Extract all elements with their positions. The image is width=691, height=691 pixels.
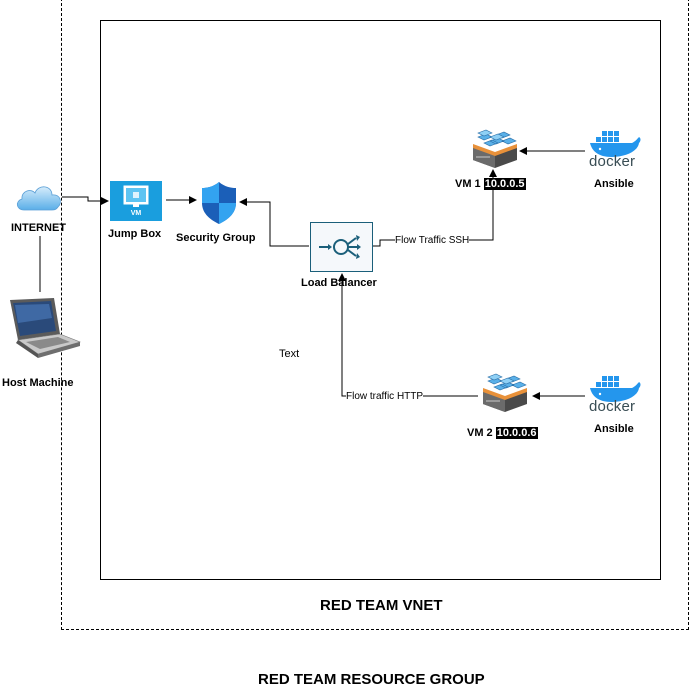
edge-label-ssh: Flow Traffic SSH (395, 235, 470, 247)
jump-box-node[interactable]: VM (110, 181, 162, 221)
ansible2-label: Ansible (594, 423, 634, 435)
load-balancer-label: Load Balancer (301, 277, 377, 289)
docker-icon-text: docker (589, 153, 636, 170)
edge-vm2-lb (338, 273, 478, 397)
vm2-node[interactable] (480, 372, 530, 412)
host-machine-node[interactable] (0, 296, 82, 360)
ansible1-node[interactable]: docker (586, 129, 642, 173)
vm2-ip: 10.0.0.6 (495, 427, 538, 439)
laptop-icon (10, 298, 81, 358)
docker-icon-text: docker (589, 398, 636, 415)
free-text: Text (279, 348, 300, 360)
vnet-boundary (100, 20, 661, 580)
host-machine-label: Host Machine (2, 377, 74, 389)
security-group-node[interactable] (200, 181, 238, 225)
vm2-name: VM 2 (467, 427, 493, 439)
vm1-name: VM 1 (455, 178, 481, 190)
vm1-ip: 10.0.0.5 (483, 178, 526, 190)
docker-icon (590, 131, 641, 157)
edge-lb-sg (239, 198, 309, 247)
shield-icon (202, 182, 236, 224)
cloud-icon (16, 186, 61, 211)
vm1-node[interactable] (470, 128, 520, 168)
vm-icon-text: VM (130, 210, 142, 217)
internet-label: INTERNET (11, 222, 66, 234)
ansible2-node[interactable]: docker (586, 374, 642, 418)
edge-lb-vm1 (373, 169, 497, 247)
resource-group-title: RED TEAM RESOURCE GROUP (258, 671, 485, 688)
ansible1-label: Ansible (594, 178, 634, 190)
docker-icon (590, 376, 641, 402)
server-icon (483, 373, 527, 412)
vm2-label: VM 2 10.0.0.6 (467, 427, 538, 439)
vm-icon (123, 185, 149, 207)
resource-group-boundary (61, 0, 689, 630)
jump-box-label: Jump Box (108, 228, 162, 240)
vnet-title: RED TEAM VNET (320, 597, 443, 614)
load-balancer-icon (319, 235, 361, 259)
edge-internet-jumpbox (62, 196, 109, 205)
security-group-label: Security Group (176, 232, 256, 244)
load-balancer-node[interactable] (310, 222, 373, 272)
internet-node[interactable] (14, 180, 64, 214)
edge-label-http: Flow traffic HTTP (346, 391, 424, 403)
server-icon (473, 129, 517, 168)
vm1-label: VM 1 10.0.0.5 (455, 178, 526, 190)
